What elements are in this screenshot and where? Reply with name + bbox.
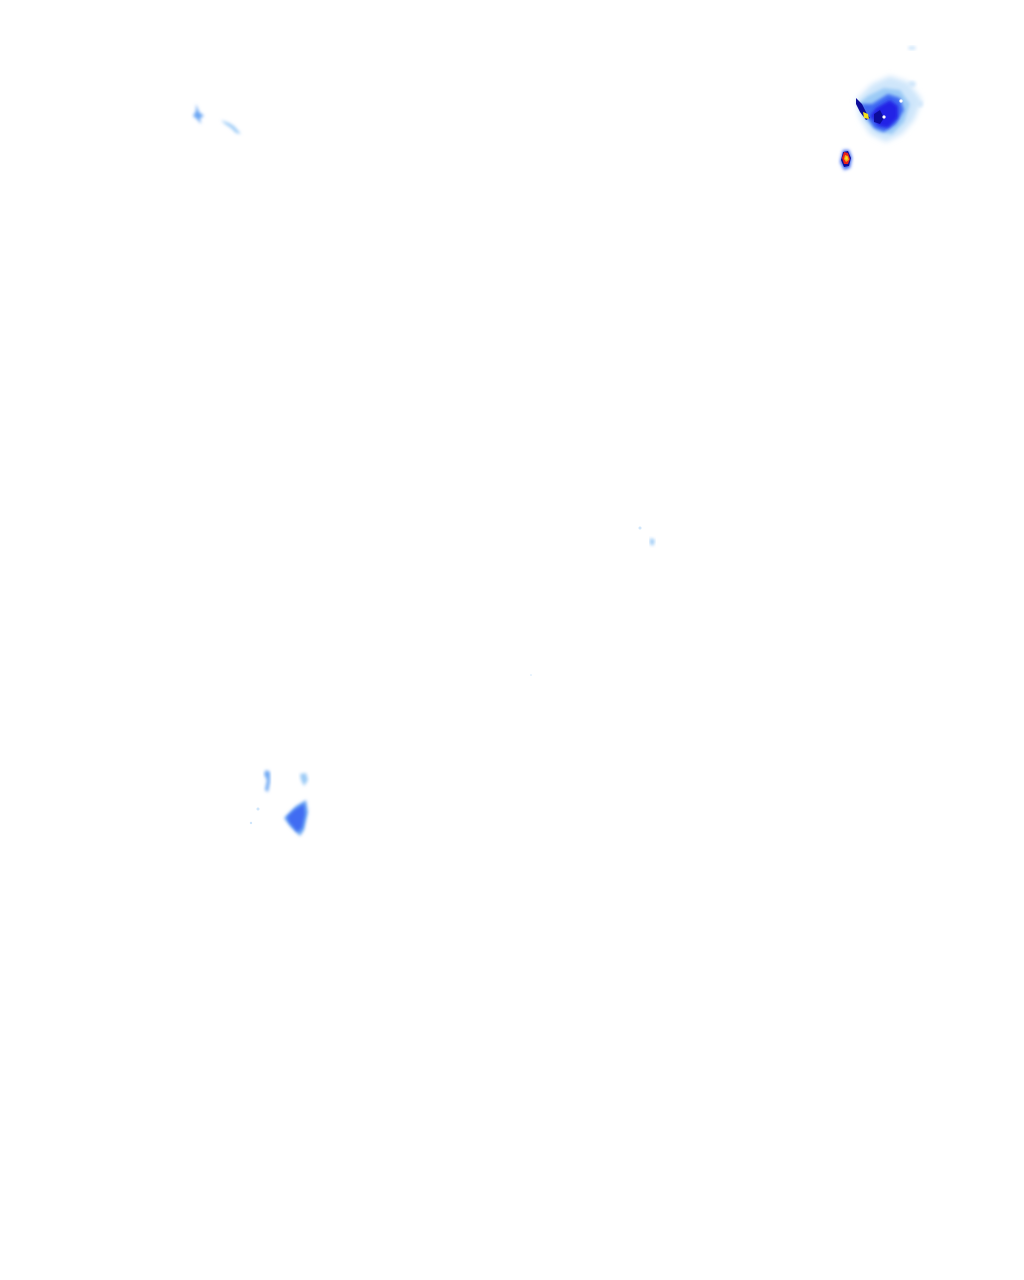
rain-cell-central bbox=[530, 526, 655, 676]
rain-cell-southwest bbox=[249, 770, 308, 836]
rain-cell-intense bbox=[840, 150, 852, 170]
rain-cell-northeast bbox=[856, 46, 923, 142]
rain-cell-northwest bbox=[193, 104, 241, 134]
